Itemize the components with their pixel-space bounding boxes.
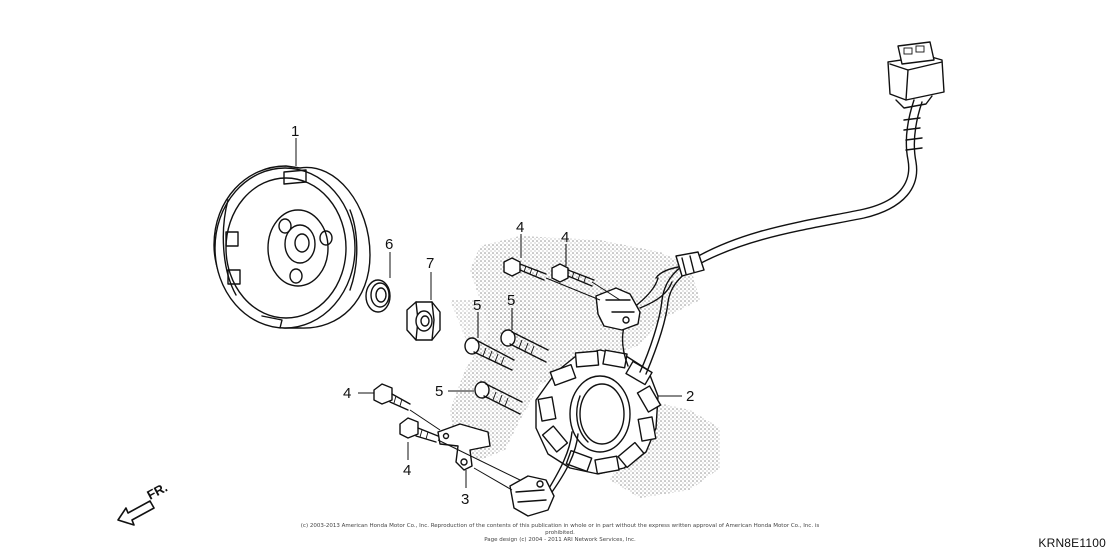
- callout-numbers: 1 6 7 4 4 5 5 5 4 4 3 2: [291, 123, 694, 508]
- direction-label: FR.: [144, 480, 170, 503]
- bolt-4-upper-left: [503, 257, 547, 281]
- washer: [365, 279, 391, 313]
- flange-nut: [406, 301, 441, 341]
- copyright-line-1: (c) 2003-2013 American Honda Motor Co., …: [300, 523, 820, 536]
- pulser-coil-lower: [509, 475, 555, 517]
- callout-1: 1: [291, 123, 299, 140]
- bolt-4-upper-right: [551, 263, 595, 287]
- callout-5-lower: 5: [435, 383, 443, 400]
- bolt-4-lower-lower: [399, 417, 439, 443]
- flywheel-rotor: [213, 165, 371, 329]
- callout-5-left: 5: [473, 297, 481, 314]
- stator: [535, 349, 662, 475]
- bolt-5-right: [500, 329, 549, 363]
- callout-7: 7: [426, 255, 434, 272]
- copyright-notice: (c) 2003-2013 American Honda Motor Co., …: [300, 523, 820, 544]
- bolt-5-lower: [474, 381, 523, 415]
- callout-4-lower: 4: [403, 462, 411, 479]
- callout-4-lower-left: 4: [343, 385, 351, 402]
- pulser-coil-upper: [595, 281, 673, 331]
- wire-harness: [547, 41, 945, 493]
- assembly-lines: [409, 277, 621, 491]
- bolt-5-left: [464, 337, 515, 371]
- diagram-code: KRN8E1100: [1038, 536, 1106, 550]
- setting-plate: [437, 423, 491, 471]
- callout-4-upper-left: 4: [516, 219, 524, 236]
- callout-3: 3: [461, 491, 469, 508]
- callout-2: 2: [686, 388, 694, 405]
- leader-lines: [295, 138, 682, 488]
- callout-6: 6: [385, 236, 393, 253]
- callout-5-right: 5: [507, 292, 515, 309]
- copyright-line-2: Page design (c) 2004 - 2011 ARI Network …: [484, 537, 636, 543]
- front-direction-arrow-icon: FR.: [117, 480, 170, 526]
- callout-4-upper-right: 4: [561, 229, 569, 246]
- bolt-4-lower-upper: [373, 383, 411, 411]
